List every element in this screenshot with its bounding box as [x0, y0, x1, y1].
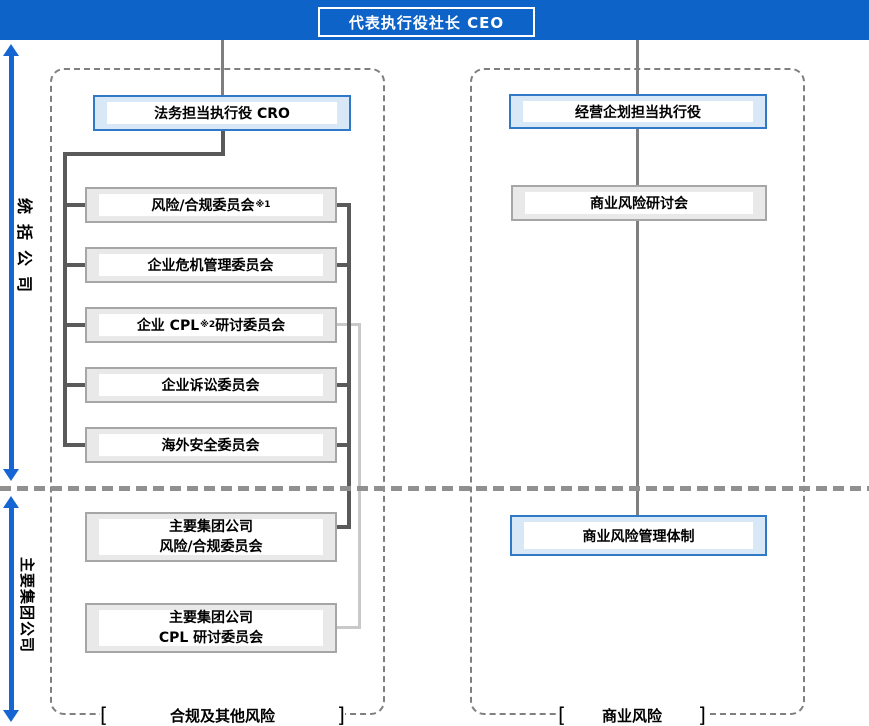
connector-stub-3 [63, 323, 87, 327]
group-cpl-box: 主要集团公司 CPL 研讨委员会 [85, 603, 337, 653]
scope-arrow-bottom-icon [3, 496, 20, 722]
business-risk-system-label: 商业风险管理体制 [582, 528, 695, 545]
scope-label-group: 主要集团公司 [18, 556, 36, 653]
open-bracket: [ [100, 703, 108, 726]
committee-label: 风险/合规委员会 [151, 198, 255, 214]
connector-stub-2 [63, 263, 87, 267]
connector-cpl-to-group [337, 626, 361, 629]
connector-cro-horizontal [63, 152, 225, 156]
connector-left-vertical [63, 152, 67, 447]
committee-box-risk-compliance: 风险/合规委员会※1 [85, 187, 337, 223]
business-footer-label: [ 商业风险 ] [558, 703, 706, 726]
group-box-line1: 主要集团公司 [169, 519, 253, 535]
close-bracket: ] [698, 703, 706, 726]
compliance-caption: 合规及其他风险 [169, 706, 275, 725]
connector-stub-1 [63, 203, 87, 207]
committee-box-litigation: 企业诉讼委员会 [85, 367, 337, 403]
scope-arrow-top-icon [3, 44, 20, 481]
connector-rstub-5 [337, 443, 350, 447]
connector-ceo-to-cro [221, 40, 224, 95]
connector-cro-down [221, 131, 225, 156]
connector-rstub-1 [337, 203, 350, 207]
committee-box-crisis: 企业危机管理委员会 [85, 247, 337, 283]
committee-label: 企业诉讼委员会 [161, 378, 260, 394]
exec-planning-box: 经营企划担当执行役 [509, 94, 767, 129]
group-box-line1: 主要集团公司 [169, 610, 253, 626]
committee-label: 海外安全委员会 [161, 438, 260, 454]
committee-label-post: 研讨委员会 [215, 318, 286, 334]
connector-ceo-to-business [636, 40, 639, 518]
connector-rstub-4 [337, 383, 350, 387]
connector-to-group-box [337, 525, 351, 529]
connector-stub-4 [63, 383, 87, 387]
top-bar [0, 0, 869, 40]
compliance-footer-label: [ 合规及其他风险 ] [100, 703, 345, 726]
committee-box-overseas-safety: 海外安全委员会 [85, 427, 337, 463]
business-risk-meeting-label: 商业风险研讨会 [590, 196, 688, 212]
ceo-title-box: 代表执行役社长 CEO [318, 7, 535, 37]
connector-cpl-vertical [358, 323, 361, 629]
business-caption: 商业风险 [601, 706, 662, 725]
connector-rstub-2 [337, 263, 350, 267]
group-risk-compliance-box: 主要集团公司风险/合规委员会 [85, 512, 337, 562]
ceo-title-label: 代表执行役社长 CEO [348, 13, 505, 32]
open-bracket: [ [558, 703, 566, 726]
group-box-line2: 风险/合规委员会 [159, 539, 263, 555]
scope-label-holding: 统括公司 [15, 197, 34, 302]
business-risk-meeting-box: 商业风险研讨会 [511, 185, 767, 221]
holding-group-divider-line [0, 486, 869, 491]
business-risk-system-box: 商业风险管理体制 [510, 515, 767, 556]
connector-right-vertical [347, 203, 351, 529]
connector-stub-5 [63, 443, 87, 447]
committee-label: 企业危机管理委员会 [147, 258, 274, 274]
close-bracket: ] [337, 703, 345, 726]
group-box-line2: CPL 研讨委员会 [158, 630, 264, 646]
exec-planning-label: 经营企划担当执行役 [575, 104, 701, 121]
committee-label: 企业 CPL [136, 318, 200, 334]
cro-label: 法务担当执行役 CRO [154, 106, 290, 122]
cro-box: 法务担当执行役 CRO [93, 95, 351, 131]
